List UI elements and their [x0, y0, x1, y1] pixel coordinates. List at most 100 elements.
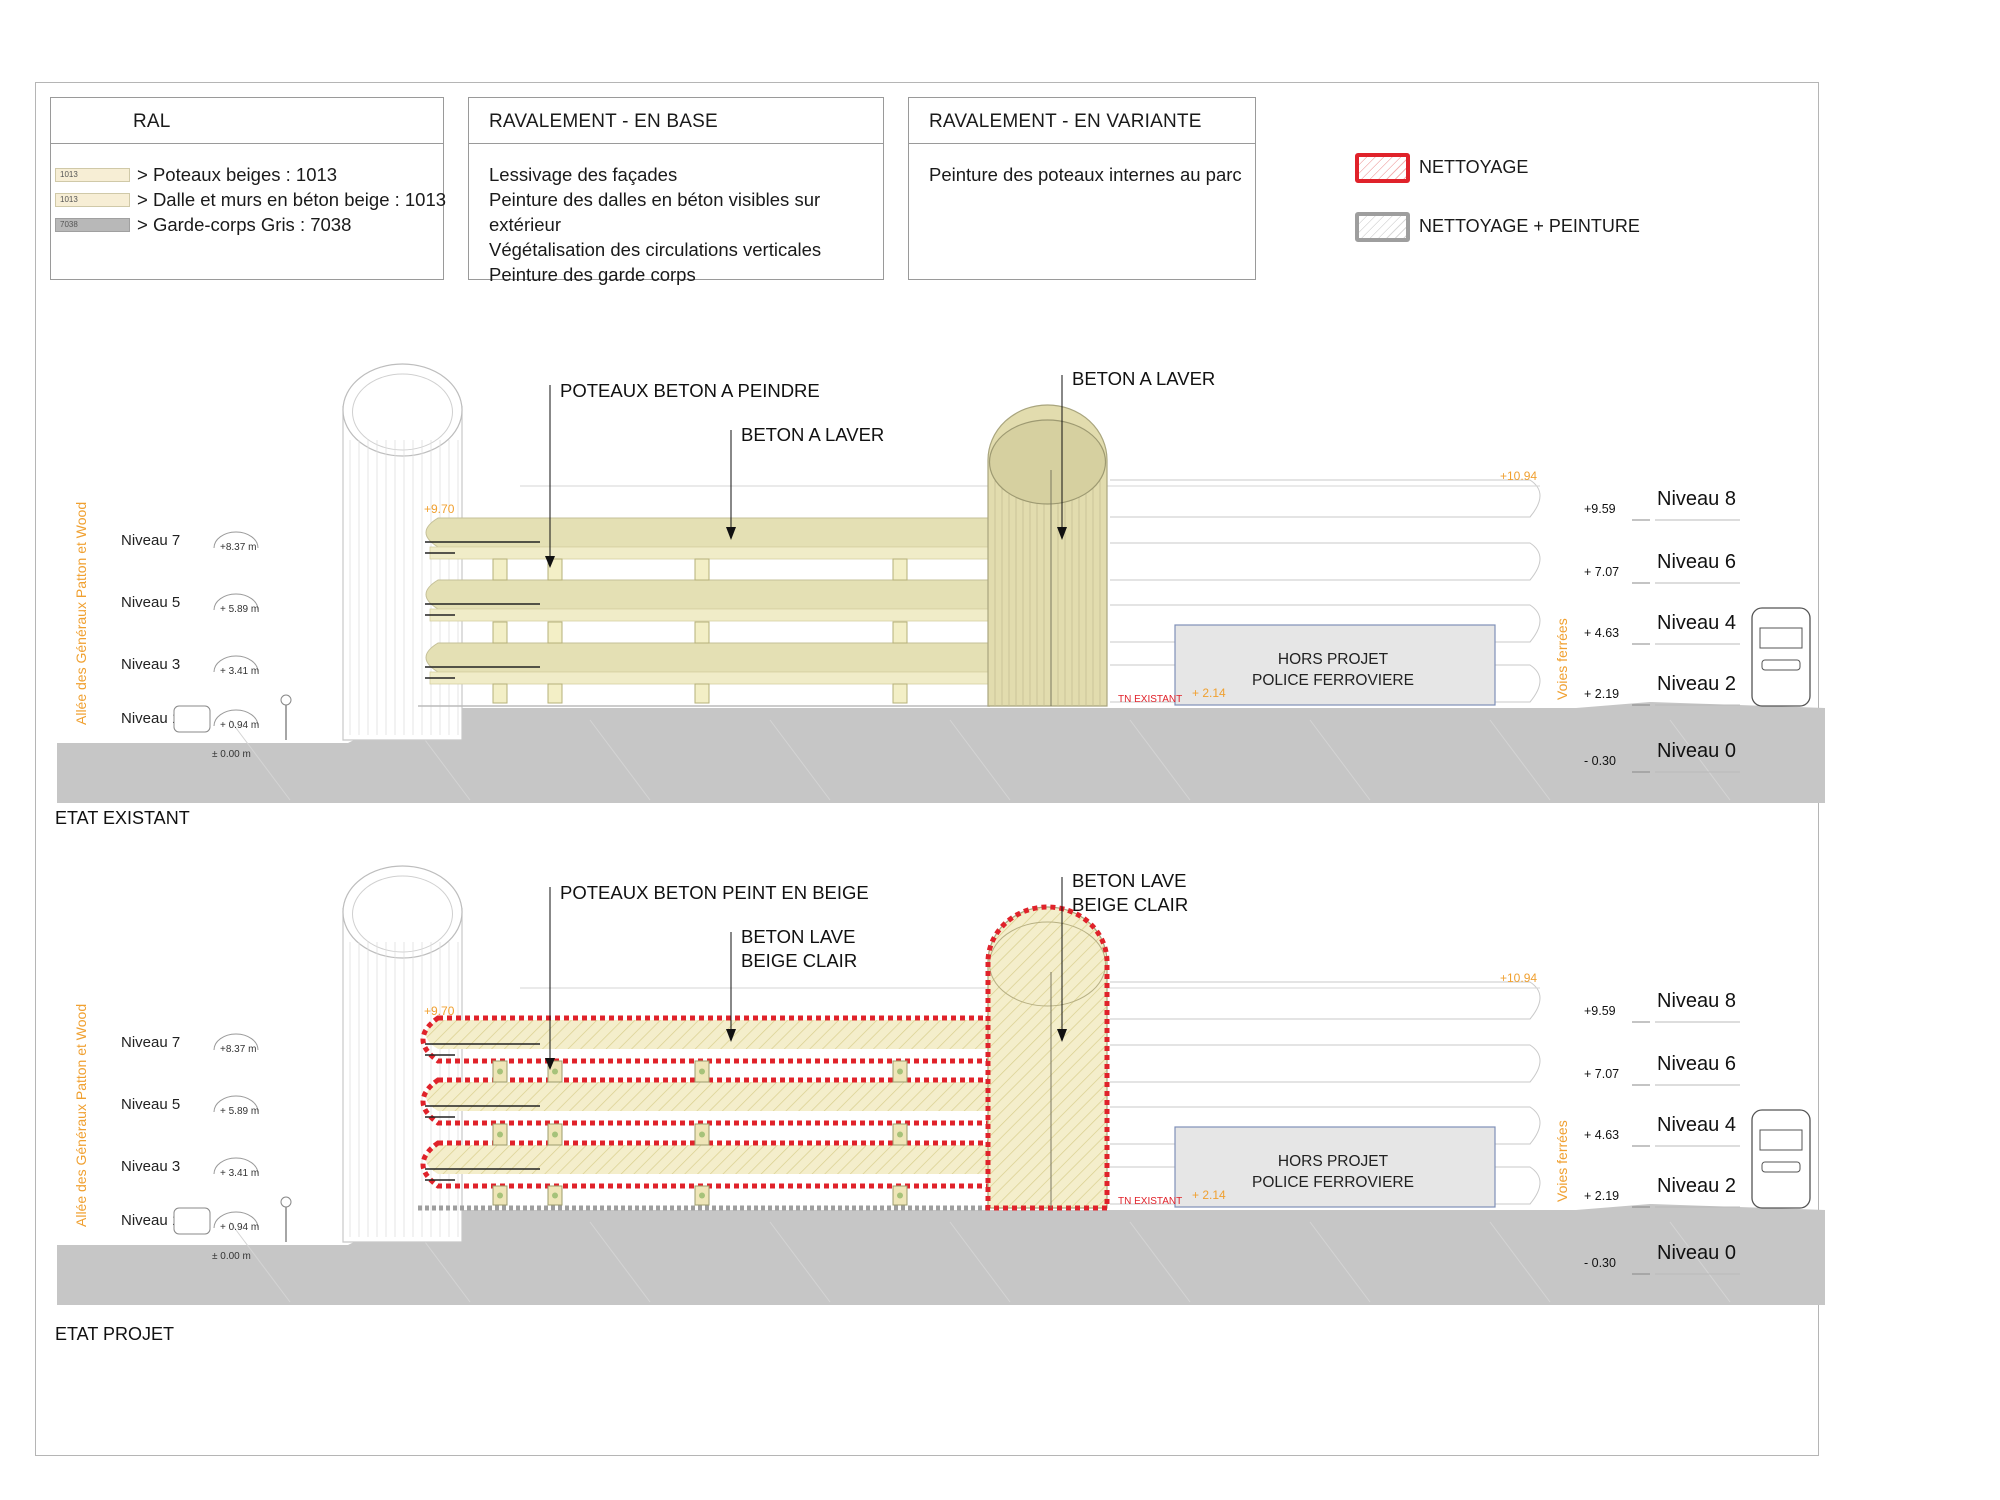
left-tower-top	[342, 865, 463, 959]
vegetation-dot	[552, 1131, 558, 1138]
ground-texture-line	[229, 1221, 291, 1303]
variant-item: Peinture des poteaux internes au parc	[929, 164, 1242, 185]
right-tower-texture	[990, 470, 1105, 706]
ground-elev: ± 0.00 m	[212, 1251, 251, 1262]
background-slab	[1110, 1166, 1541, 1205]
right-level-elev: + 4.63	[1584, 1128, 1619, 1142]
train-window	[1759, 627, 1803, 649]
base-item: Peinture des dalles en béton visibles su…	[489, 189, 821, 235]
pedestrian-icon	[280, 1196, 292, 1208]
poteau-column	[694, 558, 710, 581]
ground-texture-line	[1489, 1221, 1551, 1303]
left-level-arc	[213, 1033, 259, 1051]
vegetation-dot	[897, 1192, 903, 1199]
rail-label: Voies ferrées	[1554, 1120, 1570, 1202]
callout-tower-arrow	[1057, 527, 1067, 540]
right-level-name: Niveau 6	[1657, 551, 1736, 573]
right-level-name: Niveau 8	[1657, 488, 1736, 510]
car-icon	[173, 705, 211, 733]
variant-list: Peinture des poteaux internes au parc	[929, 162, 1242, 187]
ral-swatch-poteaux: 1013	[55, 168, 130, 182]
poteau-column	[892, 621, 908, 644]
base-item: Végétalisation des circulations vertical…	[489, 239, 822, 260]
left-level-elev: + 0.94 m	[220, 1222, 259, 1233]
ground-texture-line	[229, 719, 291, 801]
ground-texture-line	[1129, 719, 1191, 801]
ground-fill	[57, 702, 1825, 803]
callout-poteaux: POTEAUX BETON PEINT EN BEIGE	[560, 882, 869, 903]
background-slab	[1110, 479, 1541, 518]
ral-text-poteaux: > Poteaux beiges : 1013	[137, 164, 338, 185]
train-icon	[1751, 607, 1811, 707]
callout-tower-2: BEIGE CLAIR	[1072, 894, 1188, 915]
poteau-column	[492, 621, 508, 644]
right-level-name: Niveau 4	[1657, 1114, 1736, 1136]
background-slab	[1110, 1044, 1541, 1083]
left-level-name: Niveau 7	[121, 532, 180, 549]
callout-beton: BETON A LAVER	[741, 424, 884, 445]
hors-projet-label-1: HORS PROJET	[1278, 651, 1389, 668]
callout-beton: BETON LAVE	[741, 926, 855, 947]
vegetation-dot	[897, 1131, 903, 1138]
ral-box-title: RAL	[133, 111, 171, 132]
left-level-arc	[213, 1157, 259, 1175]
left-level-arc	[213, 531, 259, 549]
left-level-name: Niveau 5	[121, 594, 180, 611]
poteau-column	[492, 558, 508, 581]
hors-projet-box	[1174, 624, 1496, 706]
tn-existant-label: TN EXISTANT	[1118, 1196, 1182, 1207]
poteau-column	[694, 683, 710, 704]
vegetation-dot	[699, 1192, 705, 1199]
left-level-arc	[213, 593, 259, 611]
callout-tower: BETON A LAVER	[1072, 368, 1215, 389]
tn-elev: + 2.14	[1192, 686, 1226, 700]
ral-box-header: RAL	[51, 98, 443, 144]
left-tower-top-inner	[352, 373, 453, 451]
background-slab	[1110, 664, 1541, 703]
ground-texture-line	[1489, 719, 1551, 801]
legend-swatch-grey	[1355, 212, 1410, 242]
left-tower-top	[342, 363, 463, 457]
ral-swatch-dalle: 1013	[55, 193, 130, 207]
callout-beton-arrow	[726, 1029, 736, 1042]
ravalement-base-box: RAVALEMENT - EN BASE Lessivage des façad…	[468, 97, 884, 285]
elev-top-left: +9.70	[424, 1004, 455, 1018]
right-level-name: Niveau 2	[1657, 673, 1736, 695]
ground-texture-line	[1669, 1221, 1731, 1303]
vegetation-dot	[497, 1068, 503, 1075]
right-tower-top	[988, 419, 1107, 505]
left-level-elev: + 3.41 m	[220, 666, 259, 677]
right-level-name: Niveau 4	[1657, 612, 1736, 634]
variant-box-title: RAVALEMENT - EN VARIANTE	[929, 111, 1202, 132]
left-level-name: Niveau 5	[121, 1096, 180, 1113]
legend-label-nettoyage-peinture: NETTOYAGE + PEINTURE	[1419, 216, 1640, 236]
train-lights	[1761, 1161, 1801, 1173]
base-box-title: RAVALEMENT - EN BASE	[489, 111, 718, 132]
right-level-elev: + 7.07	[1584, 1067, 1619, 1081]
callout-beton-2: BEIGE CLAIR	[741, 950, 857, 971]
tn-existant-label: TN EXISTANT	[1118, 694, 1182, 705]
callout-tower: BETON LAVE	[1072, 870, 1186, 891]
left-level-name: Niveau 1	[121, 710, 180, 727]
poteau-column	[547, 683, 563, 704]
ground-texture-line	[1129, 1221, 1191, 1303]
state-label: ETAT PROJET	[55, 1324, 174, 1344]
elev-top-right: +10.94	[1500, 469, 1537, 483]
left-level-elev: + 5.89 m	[220, 604, 259, 615]
left-level-elev: +8.37 m	[220, 542, 256, 553]
right-level-elev: +9.59	[1584, 502, 1616, 516]
vegetation-dot	[699, 1068, 705, 1075]
legend-label-nettoyage: NETTOYAGE	[1419, 157, 1529, 177]
train-window	[1759, 1129, 1803, 1151]
ral-text-garde-corps: > Garde-corps Gris : 7038	[137, 214, 352, 235]
poteau-column	[492, 683, 508, 704]
deck-slab-underside	[429, 608, 991, 622]
ground-texture-line	[769, 1221, 831, 1303]
deck-slab-red-outline	[420, 1077, 993, 1126]
ground-texture-line	[949, 719, 1011, 801]
elev-top-right: +10.94	[1500, 971, 1537, 985]
left-level-arc	[213, 1211, 259, 1229]
right-level-elev: + 7.07	[1584, 565, 1619, 579]
callout-tower-arrow	[1057, 1029, 1067, 1042]
